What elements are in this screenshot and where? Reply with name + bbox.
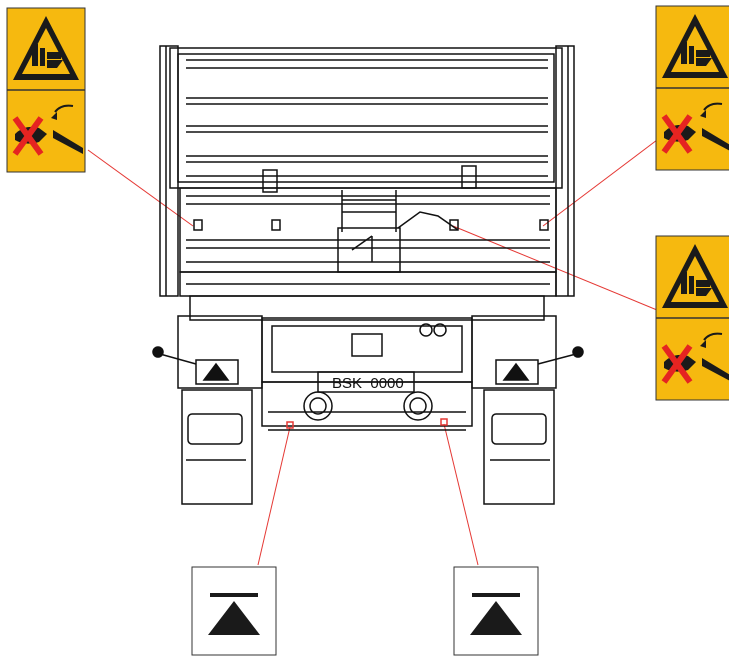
- crush-hazard-label-top-right: [656, 6, 729, 170]
- leader-lines: [87, 139, 658, 566]
- jack-point-label-bottom-left: [191, 566, 277, 656]
- license-plate-text: BSK 0000: [332, 375, 404, 392]
- jack-point-label-bottom-right: [453, 566, 539, 656]
- trailer-body: [152, 45, 584, 505]
- crush-hazard-label-mid-right: [656, 236, 729, 400]
- crush-hazard-label-top-left: [7, 8, 85, 172]
